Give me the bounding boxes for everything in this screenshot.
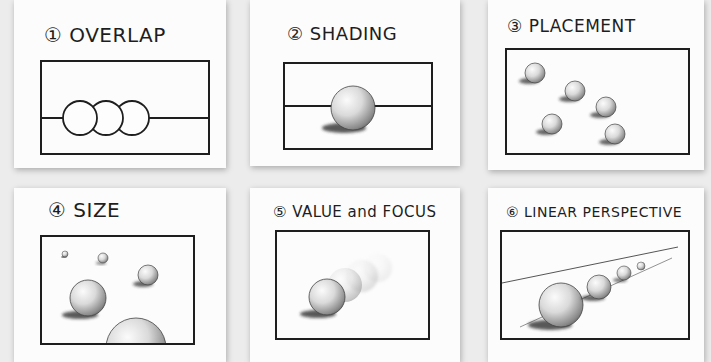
size-drawing xyxy=(61,251,166,343)
panel-heading: ③ PLACEMENT xyxy=(507,17,636,36)
panel-heading: ④ SIZE xyxy=(48,199,120,221)
shading-drawing xyxy=(285,86,431,133)
panel-frame: ④ SIZE xyxy=(40,235,195,345)
panel-heading: ⑤ VALUE and FOCUS xyxy=(273,204,437,221)
panel-heading: ① OVERLAP xyxy=(44,24,166,46)
panel-heading: ⑥ LINEAR PERSPECTIVE xyxy=(506,205,682,220)
panel-frame: ② SHADING xyxy=(283,62,433,150)
panel-frame: ③ PLACEMENT xyxy=(505,48,690,155)
panel-frame: ① OVERLAP xyxy=(40,60,210,155)
panel-frame: ⑥ LINEAR PERSPECTIVE xyxy=(500,230,690,340)
panel-frame: ⑤ VALUE and FOCUS xyxy=(275,230,430,340)
overlap-drawing xyxy=(42,101,208,135)
placement-drawing xyxy=(519,63,625,145)
value-focus-drawing xyxy=(300,254,392,318)
perspective-drawing xyxy=(502,247,678,330)
panel-heading: ② SHADING xyxy=(287,24,397,44)
